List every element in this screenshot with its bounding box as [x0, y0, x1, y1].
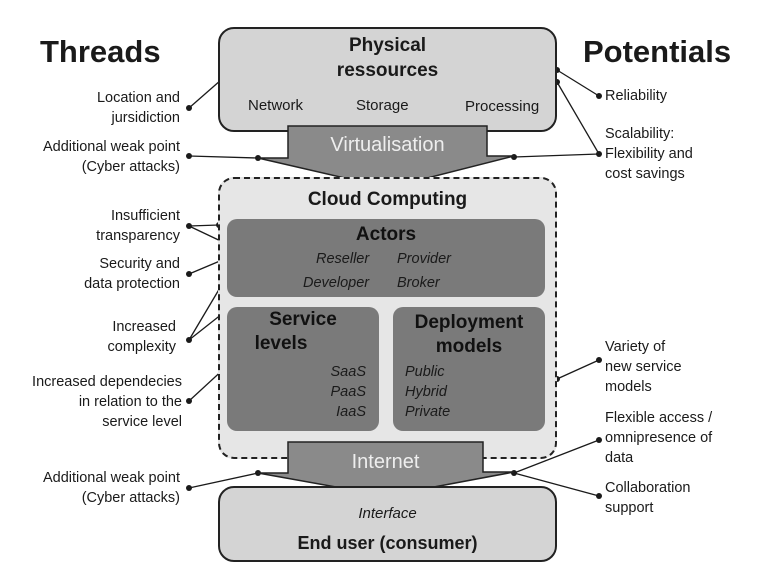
provider-label: Provider — [397, 251, 451, 267]
broker-label: Broker — [397, 275, 440, 291]
private-label: Private — [405, 404, 451, 420]
reliability-note: Reliability — [605, 88, 668, 104]
network-label: Network — [248, 97, 304, 114]
interface-label: Interface — [358, 505, 417, 522]
weak-point-top-note: Additional weak point(Cyber attacks) — [42, 139, 180, 175]
service-levels-title-line1: Service — [269, 309, 337, 330]
reseller-label: Reseller — [316, 251, 370, 267]
developer-label: Developer — [303, 275, 370, 291]
service-levels-title-line2: levels — [254, 333, 308, 354]
deployment-models-box: Deployment models Public Hybrid Private — [393, 307, 545, 431]
physical-resources-box: Physical ressources Network Storage Proc… — [218, 27, 557, 132]
connector-dot — [596, 357, 602, 363]
potentials-heading: Potentials — [583, 34, 732, 69]
iaas-label: IaaS — [336, 404, 366, 420]
actors-box: Actors Reseller Provider Developer Broke… — [227, 219, 545, 297]
deployment-title-line2: models — [435, 336, 503, 357]
saas-label: SaaS — [330, 364, 366, 380]
connector-dot — [186, 485, 192, 491]
connector-dot — [554, 79, 560, 85]
connector-dot — [186, 223, 192, 229]
deployment-title-line1: Deployment — [414, 312, 524, 333]
end-user-box: Interface End user (consumer) — [218, 486, 557, 562]
physical-title-line1: Physical — [348, 35, 427, 56]
connector-dot — [186, 153, 192, 159]
connector-dot — [596, 93, 602, 99]
virtualisation-label: Virtualisation — [330, 134, 445, 156]
connector-dot — [186, 271, 192, 277]
connector-dot — [596, 437, 602, 443]
connector-dot — [186, 337, 192, 343]
cloud-title: Cloud Computing — [307, 189, 468, 210]
internet-label: Internet — [351, 451, 420, 473]
physical-title-line2: ressources — [336, 60, 439, 81]
public-label: Public — [405, 364, 445, 380]
storage-label: Storage — [356, 97, 409, 114]
connector-dot — [511, 470, 517, 476]
processing-label: Processing — [465, 98, 540, 115]
service-levels-box: Service levels SaaS PaaS IaaS — [227, 307, 379, 431]
connector-dot — [554, 67, 560, 73]
connector-dot — [554, 376, 560, 382]
hybrid-label: Hybrid — [405, 384, 447, 400]
actors-title: Actors — [355, 224, 417, 245]
connector-dot — [596, 493, 602, 499]
connector-dot — [186, 398, 192, 404]
connector-dot — [186, 105, 192, 111]
weak-point-bottom-note: Additional weak point(Cyber attacks) — [42, 470, 180, 506]
paas-label: PaaS — [330, 384, 366, 400]
connector-dot — [596, 151, 602, 157]
threads-heading: Threads — [40, 34, 161, 69]
end-user-title: End user (consumer) — [297, 533, 478, 553]
connector-dot — [511, 154, 517, 160]
